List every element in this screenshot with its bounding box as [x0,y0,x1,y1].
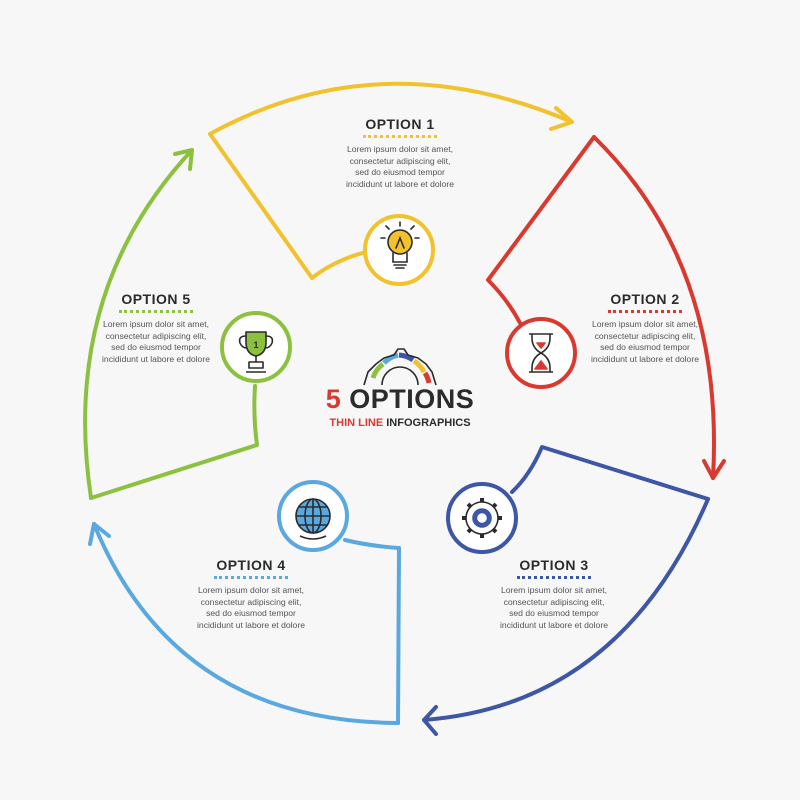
trophy-icon: 1 [238,331,274,373]
option-3-text: Lorem ipsum dolor sit amet, consectetur … [500,585,608,630]
option-4-title: OPTION 4 [216,557,286,573]
option-2-title: OPTION 2 [610,291,680,307]
option-2-dash [608,310,682,313]
option-5-text: Lorem ipsum dolor sit amet, consectetur … [102,319,210,364]
option-4-block: OPTION 4 Lorem ipsum dolor sit amet, con… [176,557,326,631]
segment-option-3 [422,445,710,736]
option-2-text: Lorem ipsum dolor sit amet, consectetur … [591,319,699,364]
center-title: 5 OPTIONS [300,384,500,414]
option-1-title: OPTION 1 [365,116,435,132]
trophy-number-label: 1 [253,340,258,350]
segment-option-4 [88,480,401,725]
option-1-dash [363,135,437,138]
option-4-dash [214,576,288,579]
center-subtitle-b: INFOGRAPHICS [386,417,471,429]
option-3-dash [517,576,591,579]
center-word: OPTIONS [349,384,475,414]
option-3-title: OPTION 3 [519,557,589,573]
option-5-dash [119,310,193,313]
option-3-block: OPTION 3 Lorem ipsum dolor sit amet, con… [479,557,629,631]
lightbulb-icon [380,221,420,269]
hourglass-icon [529,333,553,373]
option-4-text: Lorem ipsum dolor sit amet, consectetur … [197,585,305,630]
option-1-block: OPTION 1 Lorem ipsum dolor sit amet, con… [325,116,475,190]
center-number: 5 [325,384,342,414]
gear-icon [462,498,502,538]
option-5-block: OPTION 5 Lorem ipsum dolor sit amet, con… [81,291,231,365]
gear-arc-icon [363,348,437,386]
option-2-block: OPTION 2 Lorem ipsum dolor sit amet, con… [570,291,720,365]
center-subtitle: THIN LINE INFOGRAPHICS [300,416,500,430]
option-1-text: Lorem ipsum dolor sit amet, consectetur … [346,144,454,189]
globe-icon [295,498,331,540]
center-subtitle-a: THIN LINE [329,417,384,429]
option-5-title: OPTION 5 [121,291,191,307]
